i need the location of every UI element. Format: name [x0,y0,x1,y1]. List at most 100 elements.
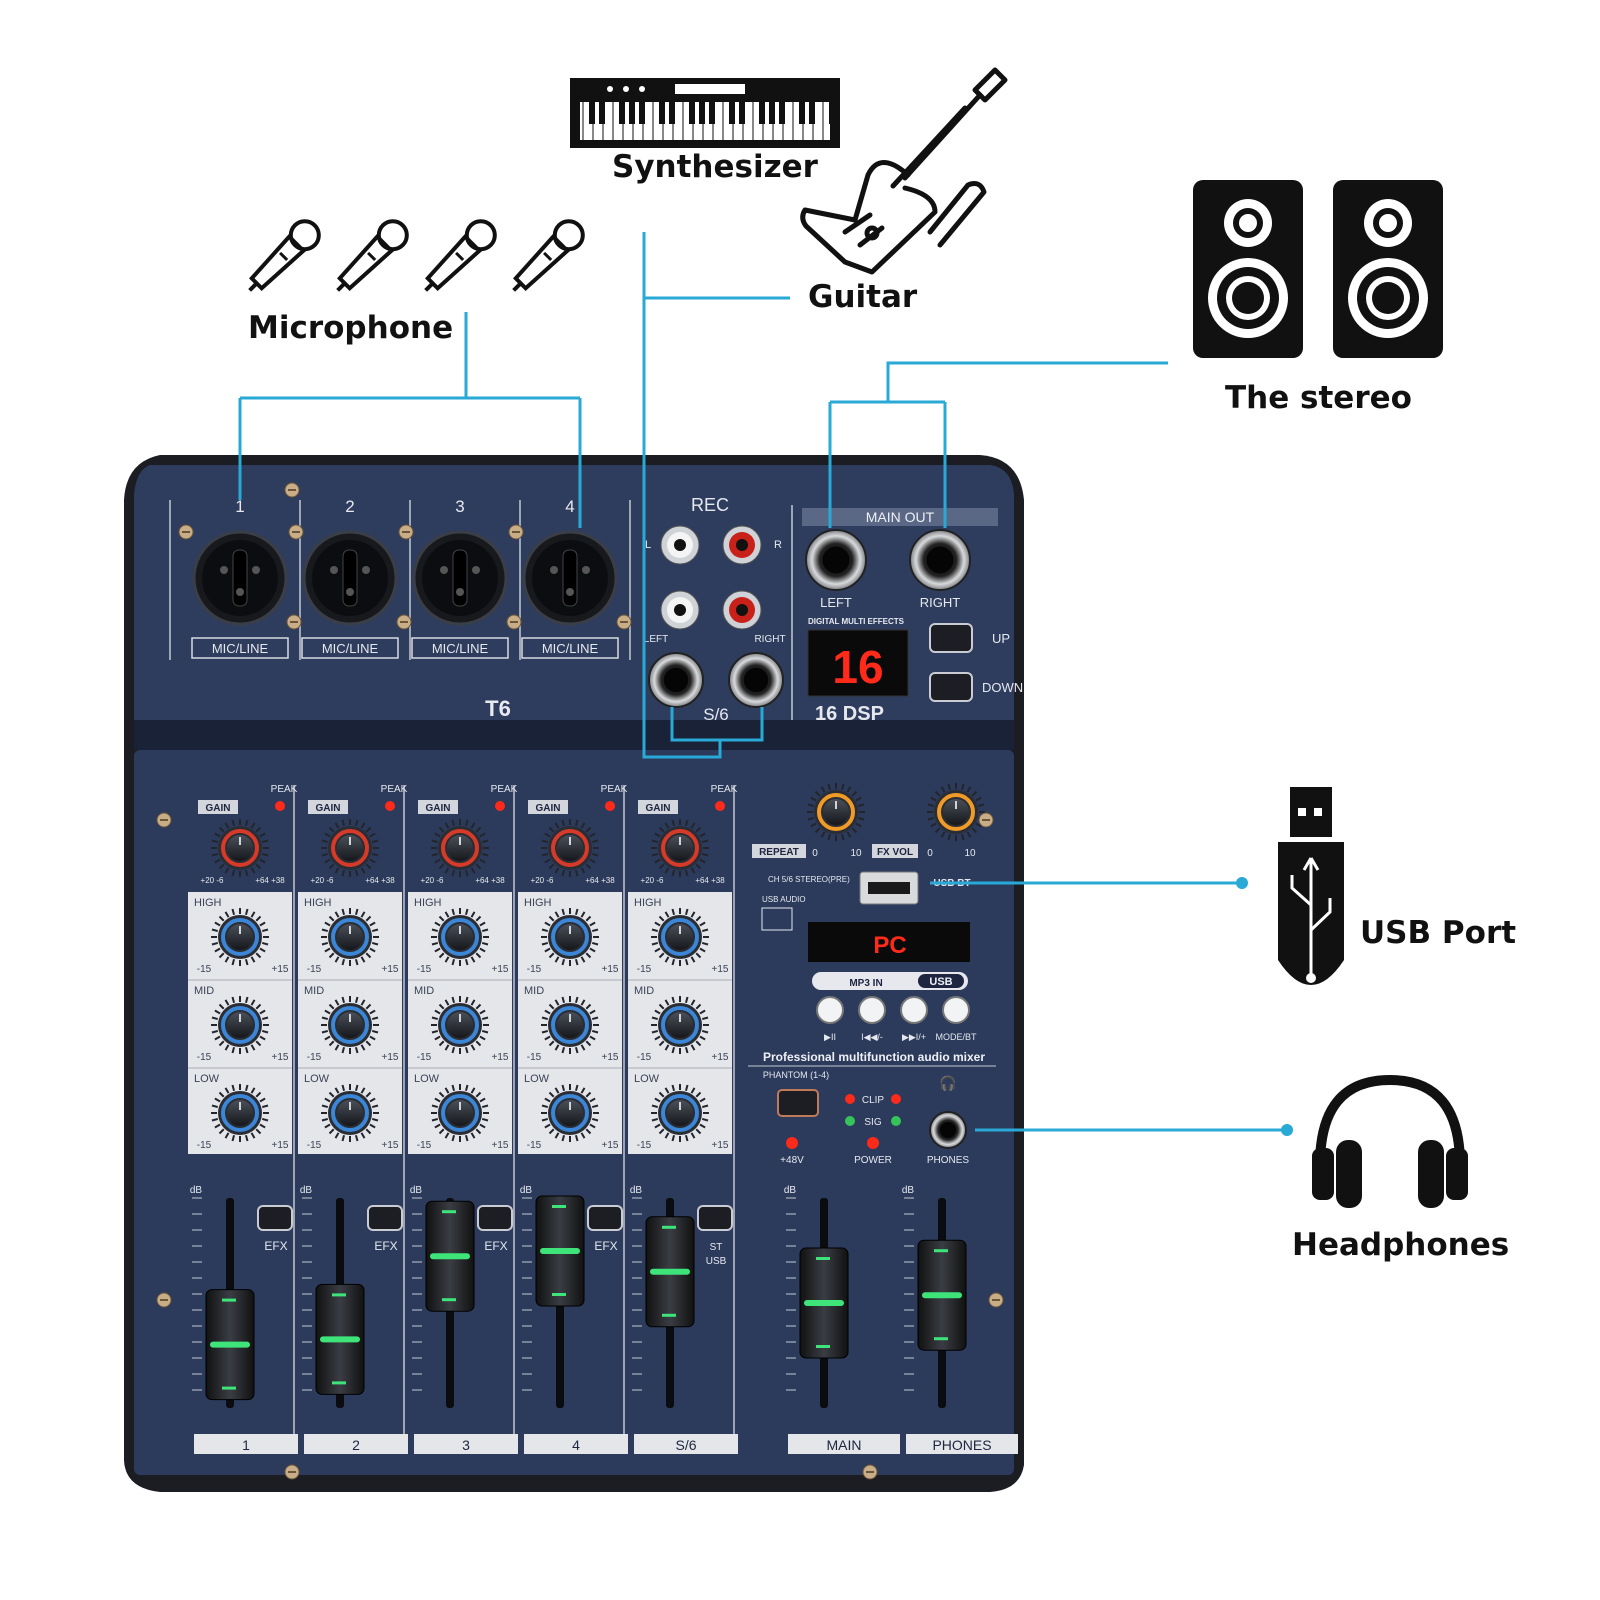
st-usb-button[interactable] [697,1205,733,1231]
main-out-right-jack[interactable] [909,529,971,591]
up-label: UP [992,631,1010,646]
panel-screw [506,614,522,630]
player-button-3[interactable] [900,996,928,1024]
line-in-5-jack[interactable] [648,652,704,708]
fader-cap-3[interactable] [425,1200,475,1312]
effect-number-display: 16 [832,641,883,693]
eq-low-label: LOW [304,1073,330,1085]
microphone-icon [512,219,585,292]
rec-left-label: L [645,539,651,551]
efx-label: EFX [484,1239,507,1253]
microphone-icon [336,219,409,292]
microphone-icon [248,219,321,292]
main-out-label: MAIN OUT [866,509,935,525]
eq-low-knob-ch3[interactable] [431,1084,489,1142]
eq-low-knob-ch4[interactable] [541,1084,599,1142]
player-button-1[interactable] [816,996,844,1024]
mic-line-label: MIC/LINE [212,641,269,656]
eq-min-label: -15 [307,1052,322,1063]
product-description: Professional multifunction audio mixer [763,1050,985,1064]
effect-down-button[interactable] [929,672,973,702]
eq-mid-knob-ch1[interactable] [211,996,269,1054]
efx-button-ch4[interactable] [587,1205,623,1231]
gain-label: GAIN [316,803,341,814]
gain-knob-ch4[interactable] [541,819,599,877]
fader-label-6: MAIN [827,1437,862,1453]
gain-knob-ch1[interactable] [211,819,269,877]
gain-label: GAIN [536,803,561,814]
fader-cap-6[interactable] [799,1247,849,1359]
usb-small-label: USB [706,1256,727,1267]
ch56-stereo-note: CH 5/6 STEREO(PRE) [768,875,850,884]
usb-drive-icon [1278,787,1344,985]
combo-input-ch2[interactable] [302,530,398,626]
eq-high-label: HIGH [304,897,332,909]
eq-high-knob-ch3[interactable] [431,908,489,966]
efx-button-ch2[interactable] [367,1205,403,1231]
fader-cap-5[interactable] [645,1216,695,1328]
mic-line-label: MIC/LINE [432,641,489,656]
repeat-knob[interactable] [807,783,865,841]
eq-low-knob-ch2[interactable] [321,1084,379,1142]
eq-high-knob-ch4[interactable] [541,908,599,966]
gain-knob-ch3[interactable] [431,819,489,877]
rec-out-left[interactable] [660,525,700,565]
mic-line-frame [301,637,399,659]
fader-cap-7[interactable] [917,1239,967,1351]
phones-icon: 🎧 [939,1075,956,1092]
efx-button-ch1[interactable] [257,1205,293,1231]
player-button-4[interactable] [942,996,970,1024]
main-out-left-jack[interactable] [805,529,867,591]
combo-input-ch3[interactable] [412,530,508,626]
gain-max-label: +64 +38 [365,876,395,885]
eq-low-knob-ch1[interactable] [211,1084,269,1142]
stereo-in-left-rca[interactable] [660,590,700,630]
phones-jack[interactable] [929,1111,967,1149]
gain-knob-ch5[interactable] [651,819,709,877]
effect-up-button[interactable] [929,623,973,653]
rec-label: REC [691,495,729,515]
eq-mid-knob-ch4[interactable] [541,996,599,1054]
headphones-icon [1312,1074,1468,1208]
phantom-power-button[interactable] [777,1089,819,1117]
eq-mid-knob-ch2[interactable] [321,996,379,1054]
gain-label-bg [528,800,568,814]
clip-led [845,1094,855,1104]
headphones-label: Headphones [1292,1227,1510,1263]
eq-high-knob-ch5[interactable] [651,908,709,966]
phantom-led [786,1137,798,1149]
efx-button-ch3[interactable] [477,1205,513,1231]
fader-db-label: dB [300,1185,313,1196]
eq-max-label: +15 [492,1052,509,1063]
gain-max-label: +64 +38 [585,876,615,885]
power-label: POWER [854,1155,892,1166]
rec-out-right[interactable] [722,525,762,565]
player-button-label-3: ▶▶I/+ [902,1032,926,1042]
combo-input-ch4[interactable] [522,530,618,626]
eq-low-knob-ch5[interactable] [651,1084,709,1142]
fx-vol-knob[interactable] [927,783,985,841]
eq-mid-knob-ch5[interactable] [651,996,709,1054]
eq-low-label: LOW [524,1073,550,1085]
eq-max-label: +15 [712,964,729,975]
panel-screw [396,614,412,630]
fader-cap-1[interactable] [205,1289,255,1401]
eq-low-label: LOW [634,1073,660,1085]
combo-input-ch1[interactable] [192,530,288,626]
eq-mid-label: MID [414,985,434,997]
eq-min-label: -15 [527,964,542,975]
stereo-label: The stereo [1225,380,1412,416]
player-button-label-4: MODE/BT [935,1032,977,1042]
stereo-in-right-rca[interactable] [722,590,762,630]
line-in-6-jack[interactable] [728,652,784,708]
gain-label: GAIN [426,803,451,814]
eq-high-knob-ch1[interactable] [211,908,269,966]
eq-high-knob-ch2[interactable] [321,908,379,966]
gain-label-bg [198,800,238,814]
eq-mid-knob-ch3[interactable] [431,996,489,1054]
player-button-2[interactable] [858,996,886,1024]
fader-cap-4[interactable] [535,1195,585,1307]
gain-knob-ch2[interactable] [321,819,379,877]
fader-label-bg [788,1434,900,1454]
fader-cap-2[interactable] [315,1283,365,1395]
